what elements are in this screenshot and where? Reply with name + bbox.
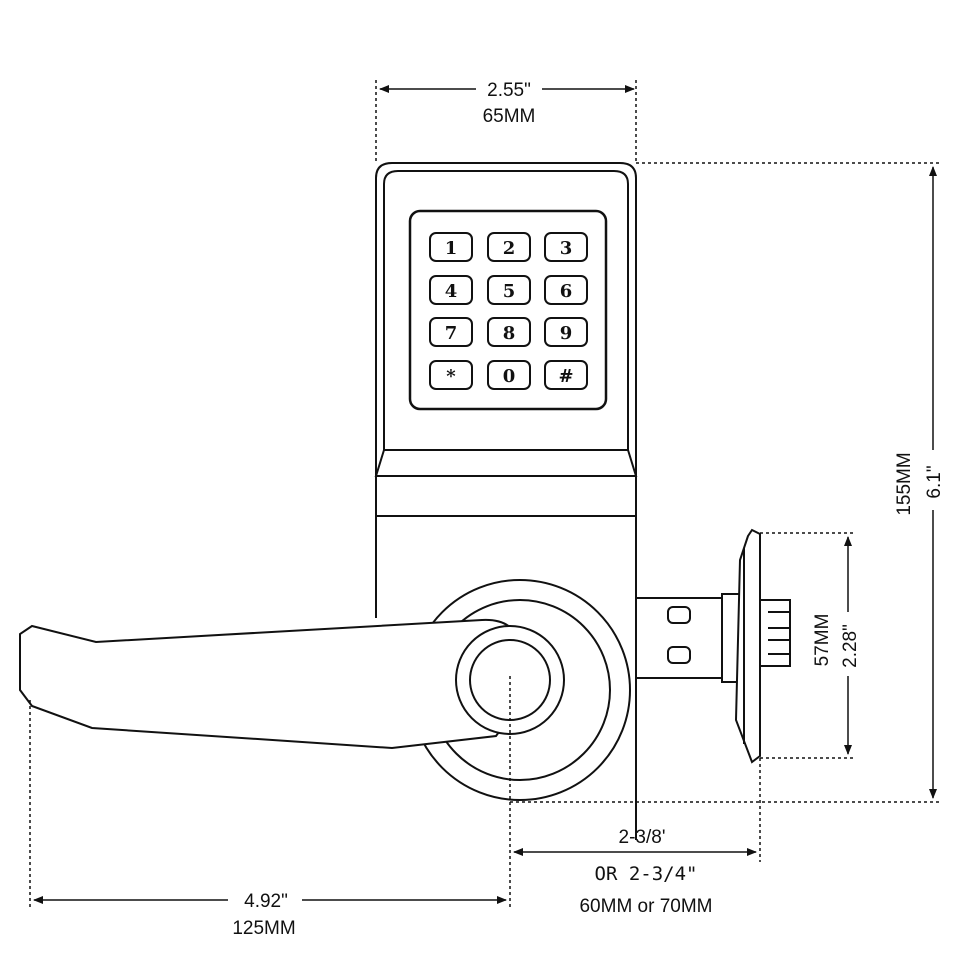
height-inches-label: 6.1" — [924, 465, 945, 498]
keypad-key-label: # — [558, 366, 573, 387]
keypad-key-label: 6 — [560, 281, 573, 302]
lock-body-outline — [375, 162, 637, 840]
latch-mm-label: 57MM — [812, 614, 833, 667]
backset-alt-label: OR 2-3/4" — [595, 863, 698, 885]
latch-slot-top — [667, 606, 691, 624]
keypad-key-label: 4 — [445, 281, 458, 302]
keypad-key-label: 3 — [560, 238, 573, 259]
keypad-key-button — [429, 317, 473, 347]
body-bevel — [374, 449, 638, 477]
width-inches-label: 2.55" — [487, 80, 531, 101]
width-mm-label: 65MM — [483, 106, 536, 127]
keypad-key-label: 2 — [503, 238, 516, 259]
latch-inches-label: 2.28" — [840, 624, 861, 668]
keypad-face-panel — [383, 170, 629, 451]
keypad-key-button — [544, 360, 588, 390]
keypad-key-button — [429, 232, 473, 262]
keypad-key-button — [487, 232, 531, 262]
lever-inches-label: 4.92" — [244, 891, 288, 912]
keypad-key-label: 7 — [445, 323, 458, 344]
latch-slot-bottom — [667, 646, 691, 664]
height-mm-label: 155MM — [894, 452, 915, 515]
latch-bolt — [759, 599, 791, 667]
keypad-key-button — [487, 317, 531, 347]
lever-handle — [19, 618, 524, 750]
keypad-key-label: 1 — [445, 238, 458, 259]
keypad-key-label: 0 — [503, 366, 516, 387]
keypad-key-label: * — [446, 366, 456, 387]
keypad-key-button — [429, 275, 473, 305]
lever-mm-label: 125MM — [232, 918, 295, 939]
keypad-key-button — [487, 275, 531, 305]
keypad-frame — [408, 209, 608, 411]
latch-faceplate — [734, 528, 761, 764]
keypad-key-label: 9 — [560, 323, 573, 344]
backset-fraction-label: 2-3/8' — [619, 827, 666, 848]
keypad-key-button — [544, 275, 588, 305]
keypad-key-button — [487, 360, 531, 390]
keypad-key-button — [429, 360, 473, 390]
keypad-keys: 1 2 3 4 5 6 7 8 9 * 0 # — [429, 232, 588, 390]
keypad-key-button — [544, 317, 588, 347]
keypad-key-button — [544, 232, 588, 262]
keypad-key-label: 5 — [503, 281, 516, 302]
backset-mm-label: 60MM or 70MM — [579, 896, 712, 917]
keypad-key-label: 8 — [503, 323, 516, 344]
